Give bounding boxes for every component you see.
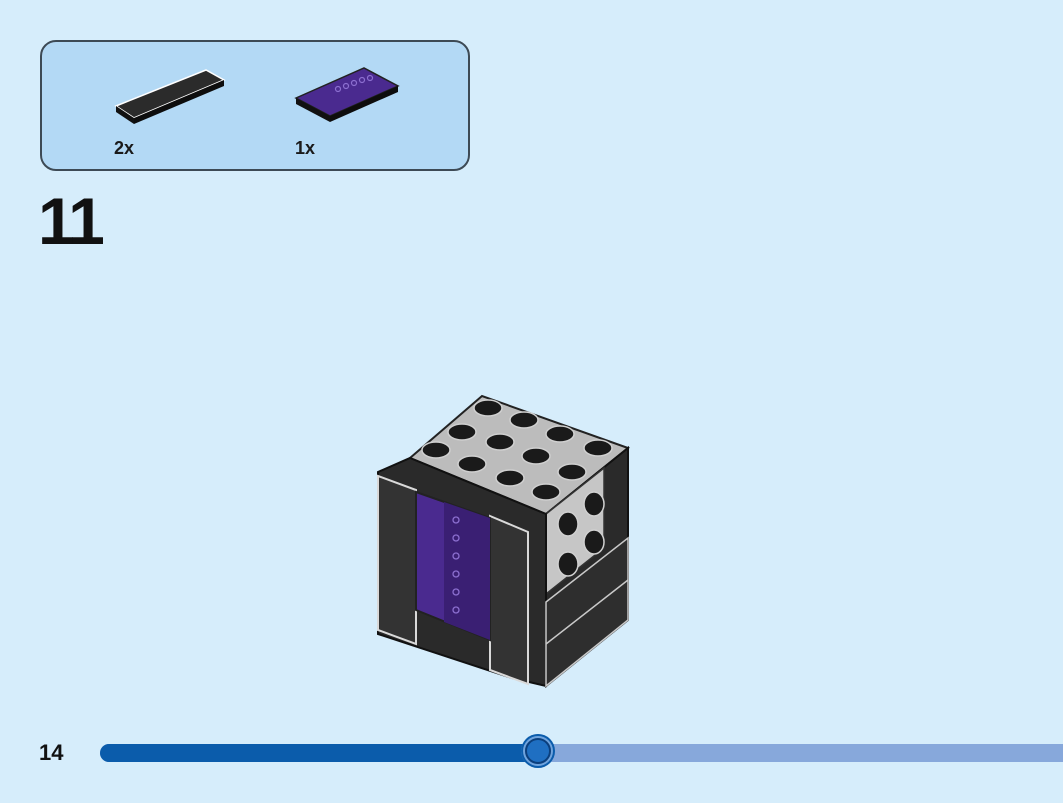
part-quantity: 2x (114, 138, 135, 158)
purple-printed-tile-icon (294, 64, 402, 126)
progress-fill (100, 744, 538, 762)
part-quantity: 1x (295, 138, 316, 158)
step-number: 11 (38, 184, 105, 258)
page-number: 14 (39, 740, 64, 765)
progress-bar (100, 734, 1063, 768)
progress-marker-icon (521, 734, 555, 768)
black-flat-tile-icon (114, 68, 226, 126)
parts-list-box: 2x 1x (40, 40, 470, 171)
brick-model-icon (372, 388, 634, 695)
